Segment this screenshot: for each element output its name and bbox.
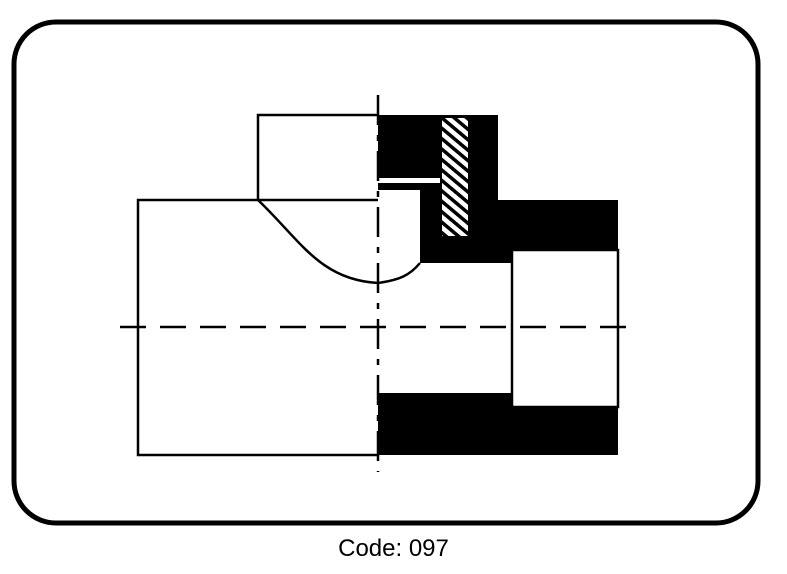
code-caption: Code: 097 <box>338 535 449 562</box>
section-fill <box>378 115 618 455</box>
thread-hatching <box>442 118 468 236</box>
frame-border <box>11 19 761 526</box>
